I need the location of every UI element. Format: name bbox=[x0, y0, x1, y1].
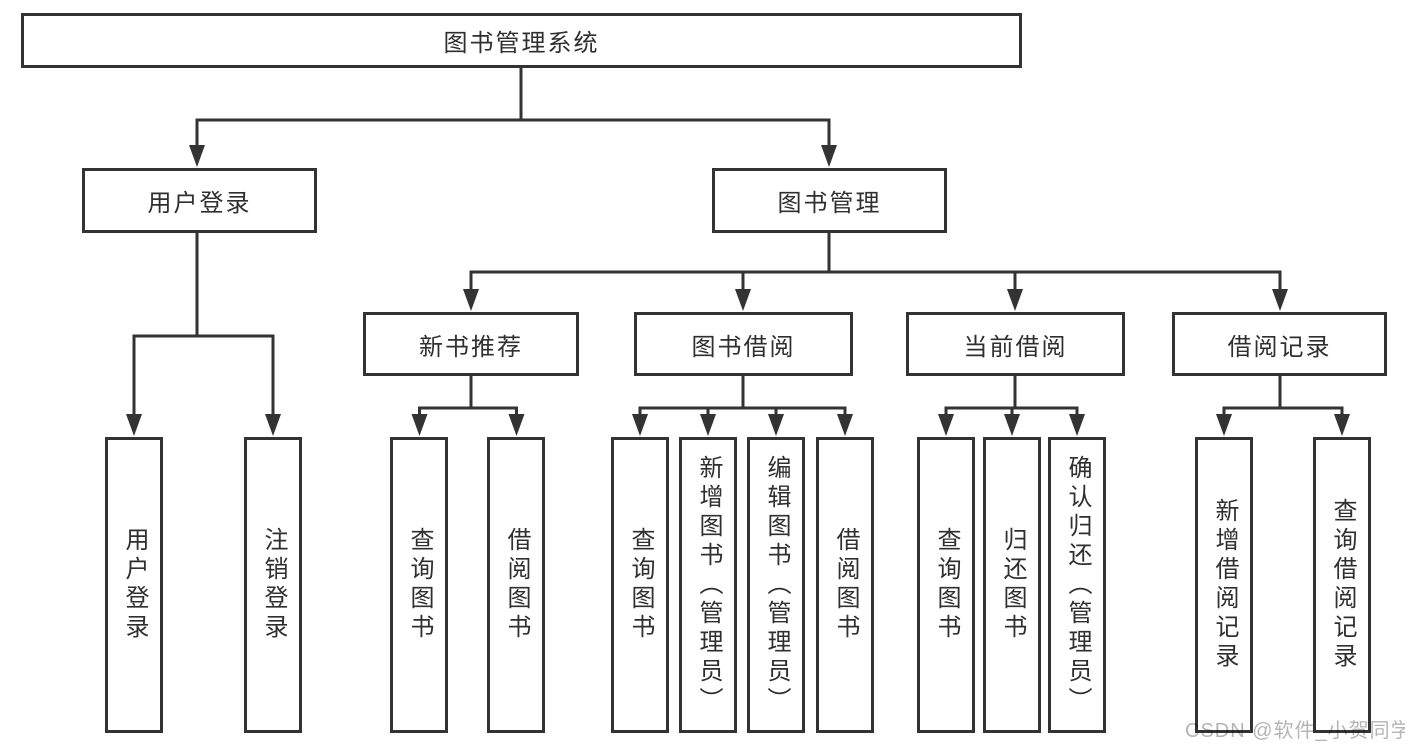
csdn-watermark: CSDN @软件_小贺同学 bbox=[1185, 720, 1405, 742]
leaf-query-books-current: 查询图书 bbox=[917, 437, 975, 733]
leaf-label: 查询图书 bbox=[933, 527, 960, 643]
node-library-management-system: 图书管理系统 bbox=[21, 13, 1022, 68]
leaf-label: 查询图书 bbox=[627, 527, 654, 643]
leaf-logout: 注销登录 bbox=[244, 437, 302, 733]
leaf-user-login: 用户登录 bbox=[105, 437, 163, 733]
leaf-label: 归还图书 bbox=[999, 527, 1026, 643]
node-label: 新书推荐 bbox=[419, 333, 523, 361]
node-label: 用户登录 bbox=[147, 190, 252, 217]
leaf-confirm-return-admin: 确认归还（管理员） bbox=[1048, 437, 1106, 733]
leaf-label: 借阅图书 bbox=[832, 527, 859, 643]
leaf-query-books-borrowing: 查询图书 bbox=[611, 437, 669, 733]
leaf-label: 用户登录 bbox=[121, 527, 148, 643]
node-borrowing-records: 借阅记录 bbox=[1172, 312, 1387, 376]
leaf-query-borrow-record: 查询借阅记录 bbox=[1313, 437, 1371, 733]
node-book-management: 图书管理 bbox=[712, 168, 947, 233]
leaf-edit-books-admin: 编辑图书（管理员） bbox=[747, 437, 805, 733]
leaf-label: 新增图书（管理员） bbox=[695, 454, 722, 716]
node-label: 借阅记录 bbox=[1227, 333, 1332, 361]
leaf-return-books: 归还图书 bbox=[983, 437, 1041, 733]
node-user-login: 用户登录 bbox=[82, 168, 317, 233]
node-label: 图书借阅 bbox=[691, 333, 796, 361]
leaf-borrow-books-borrowing: 借阅图书 bbox=[816, 437, 874, 733]
node-book-borrowing: 图书借阅 bbox=[634, 312, 853, 376]
node-label: 当前借阅 bbox=[963, 333, 1068, 361]
node-new-book-recommendation: 新书推荐 bbox=[363, 312, 579, 376]
leaf-add-borrow-record: 新增借阅记录 bbox=[1195, 437, 1253, 733]
arrowhead-icons bbox=[126, 145, 1350, 436]
leaf-label: 确认归还（管理员） bbox=[1064, 454, 1091, 716]
leaf-add-books-admin: 新增图书（管理员） bbox=[679, 437, 737, 733]
leaf-label: 新增借阅记录 bbox=[1211, 498, 1238, 672]
node-label: 图书管理 bbox=[777, 190, 882, 217]
node-label: 图书管理系统 bbox=[443, 30, 600, 57]
leaf-label: 借阅图书 bbox=[503, 527, 530, 643]
leaf-label: 注销登录 bbox=[260, 527, 287, 643]
leaf-borrow-books-recommend: 借阅图书 bbox=[487, 437, 545, 733]
leaf-label: 查询借阅记录 bbox=[1329, 498, 1356, 672]
leaf-query-books-recommend: 查询图书 bbox=[390, 437, 448, 733]
leaf-label: 查询图书 bbox=[406, 527, 433, 643]
leaf-label: 编辑图书（管理员） bbox=[763, 454, 790, 716]
node-current-borrowing: 当前借阅 bbox=[906, 312, 1125, 376]
